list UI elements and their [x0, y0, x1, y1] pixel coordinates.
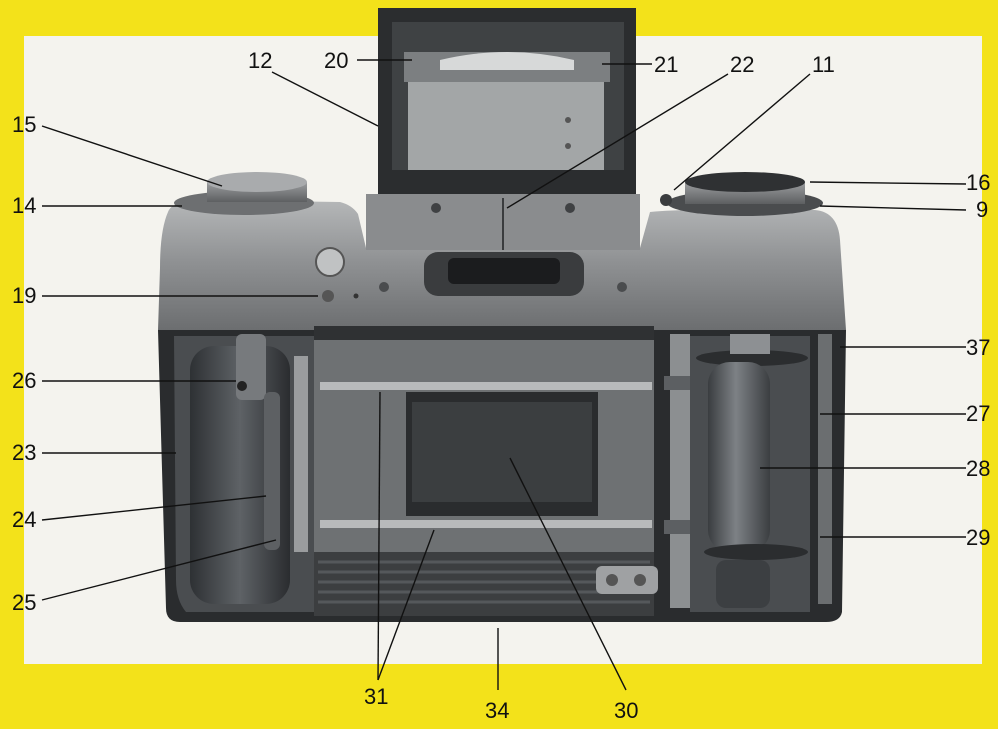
take-up-spool: [690, 334, 832, 612]
rewind-knob: [174, 172, 314, 215]
callout-16: 16: [966, 170, 990, 195]
rewind-button-19: [315, 247, 345, 277]
callout-25: 25: [12, 590, 36, 615]
callout-22: 22: [730, 52, 754, 77]
shutter-speed-dial: [660, 172, 823, 216]
callout-31: 31: [364, 684, 388, 709]
callout-12: 12: [248, 48, 272, 73]
callout-28: 28: [966, 456, 990, 481]
film-rail-bottom: [320, 520, 652, 528]
callout-19: 19: [12, 283, 36, 308]
callout-34: 34: [485, 698, 509, 723]
callout-leaders: [41, 59, 967, 691]
finder-hood: [378, 8, 636, 204]
callout-29: 29: [966, 525, 990, 550]
callout-37: 37: [966, 335, 990, 360]
callout-11: 11: [812, 52, 835, 77]
film-gate: [314, 326, 654, 552]
callout-15: 15: [12, 112, 36, 137]
callout-23: 23: [12, 440, 36, 465]
callout-20: 20: [324, 48, 348, 73]
callout-14: 14: [12, 193, 36, 218]
base-plate-ribs: [314, 552, 658, 616]
film-cassette-chamber: [174, 334, 314, 612]
callout-21: 21: [654, 52, 678, 77]
callout-26: 26: [12, 368, 36, 393]
callout-9: 9: [976, 197, 988, 222]
callout-27: 27: [966, 401, 990, 426]
sprocket-shaft: [670, 334, 690, 608]
film-rail-top: [320, 382, 652, 390]
callout-30: 30: [614, 698, 638, 723]
callout-numbers: 12 20 21 22 11 15 14 16 9 19 26 37 23 27…: [12, 48, 990, 723]
callout-24: 24: [12, 507, 36, 532]
